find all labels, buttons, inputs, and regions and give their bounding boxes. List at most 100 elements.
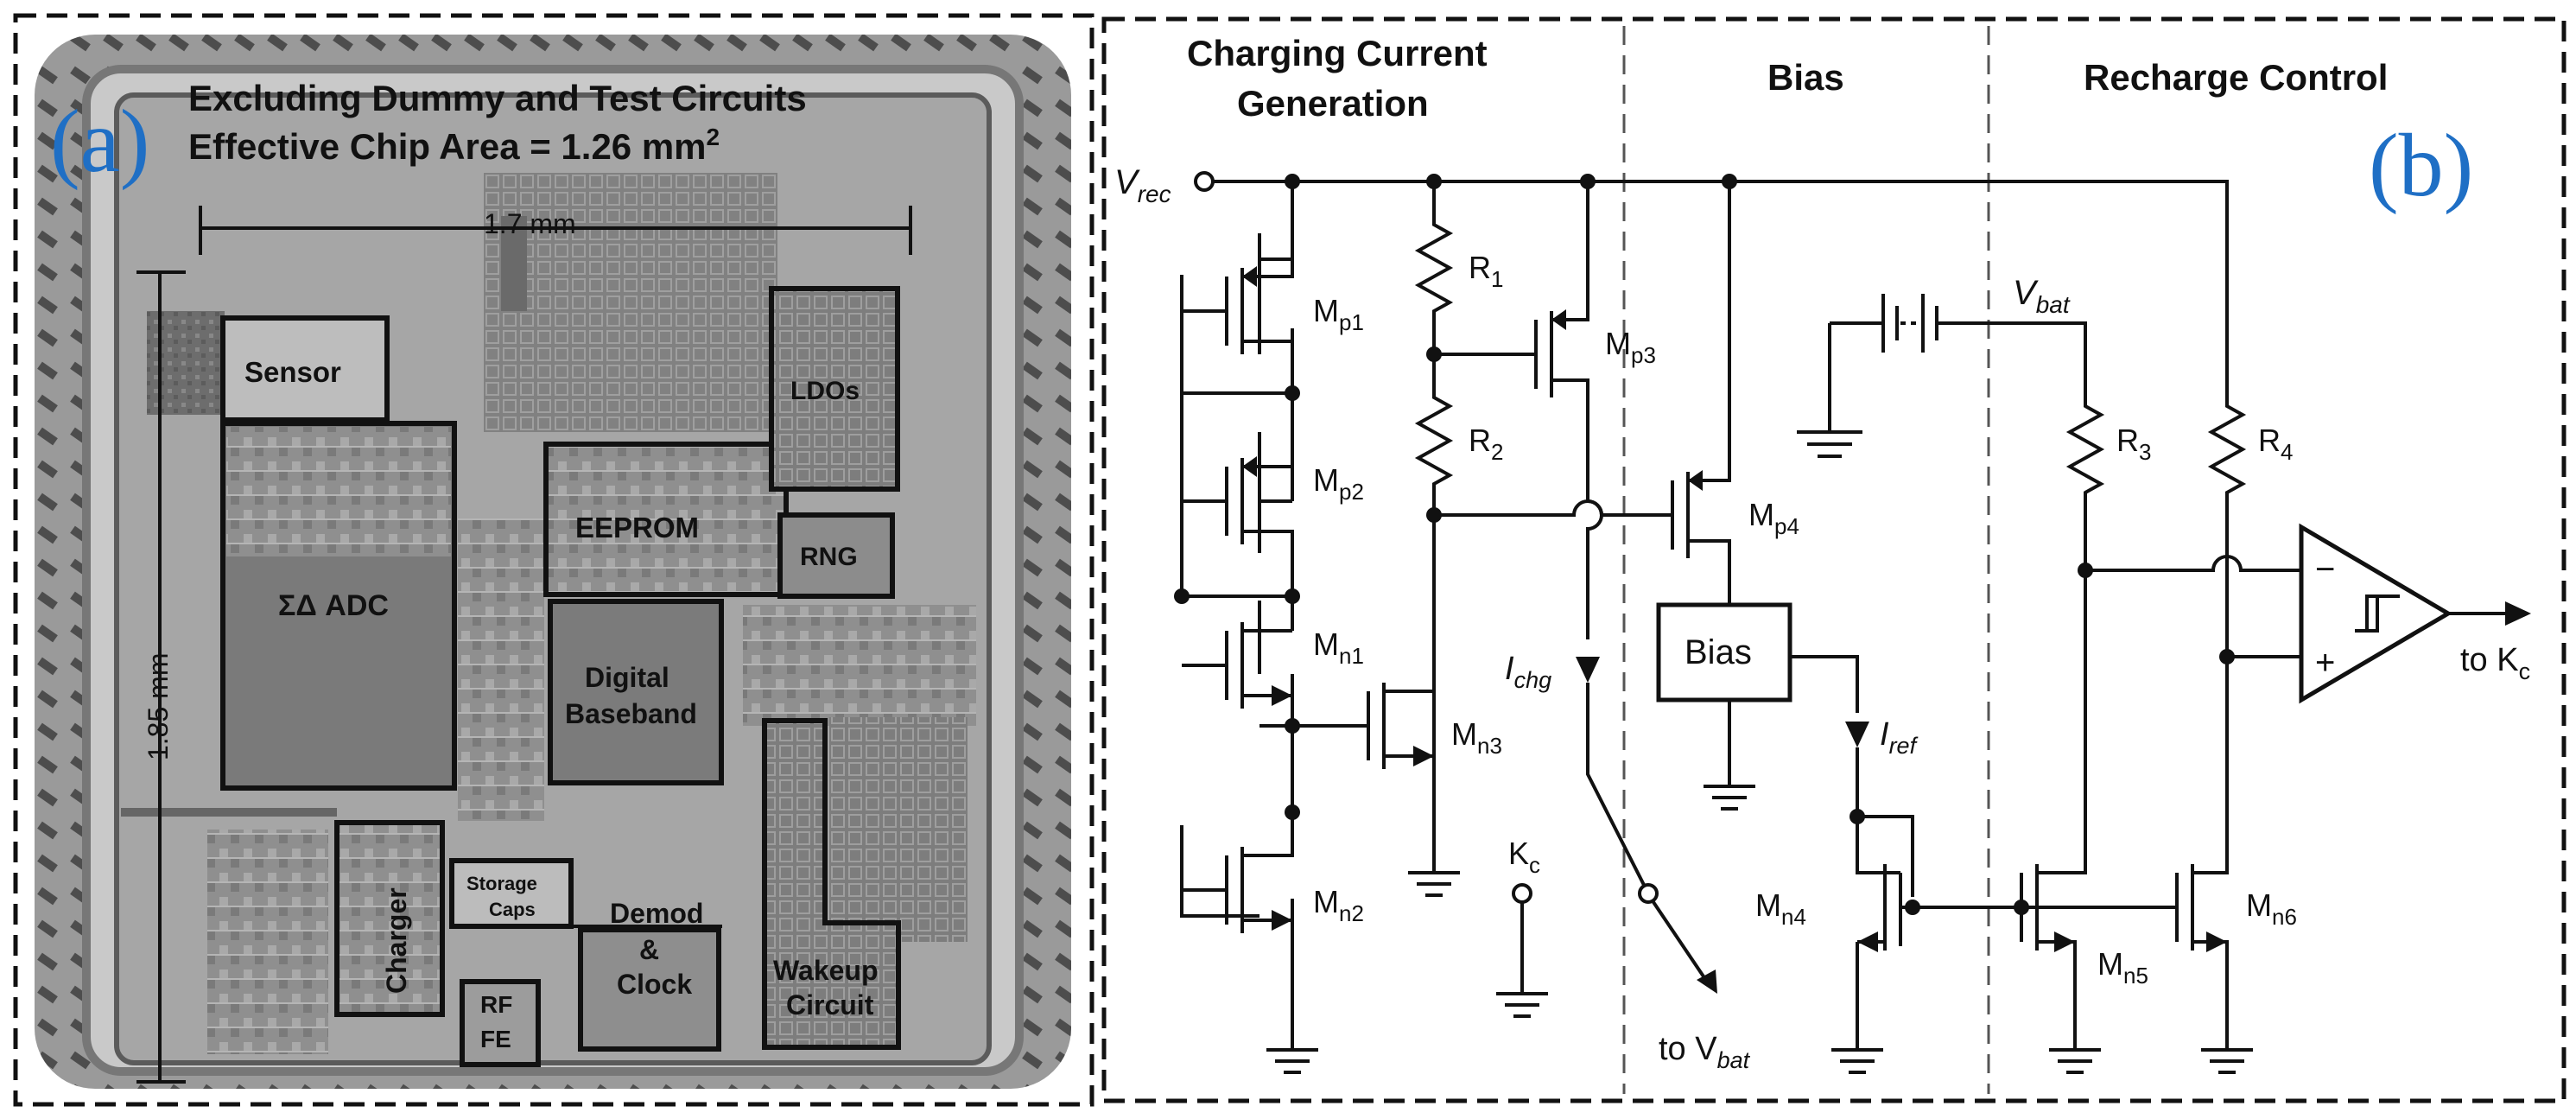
panel-a: (a) Excluding Dummy and Test Circuits Ef… (13, 13, 1094, 1107)
mp2-sub: p2 (1339, 479, 1364, 505)
comparator-minus: − (2315, 550, 2335, 588)
mp3-label: Mp3 (1605, 326, 1656, 368)
panel-a-title-line1: Excluding Dummy and Test Circuits (188, 78, 807, 118)
mp1-label: Mp1 (1313, 293, 1364, 335)
ichg-sub: chg (1514, 667, 1552, 693)
section-recharge: Recharge Control (2084, 57, 2388, 98)
iref-wire (1790, 655, 1859, 713)
r3-resistor (2065, 389, 2105, 570)
digital-baseband-block (548, 599, 724, 785)
comparator (2299, 523, 2452, 704)
width-label: 1.7 mm (484, 208, 576, 239)
mn2-transistor (1182, 812, 1294, 933)
section-charging-line2: Generation (1237, 83, 1429, 124)
switch-output-arrow (1697, 970, 1717, 994)
r4-sub: 4 (2281, 439, 2293, 465)
adc-label: ΣΔ ADC (278, 589, 389, 622)
mn4-sub: n4 (1781, 904, 1806, 930)
mn4-label: Mn4 (1755, 887, 1806, 930)
iref-sub: ref (1889, 733, 1919, 759)
die-fill-right-lower (829, 717, 968, 942)
mn3-label: Mn3 (1451, 716, 1502, 759)
demod-clock-block (578, 927, 721, 1052)
mp4-arrow (1688, 470, 1703, 491)
caps-label: Caps (489, 899, 536, 920)
mn2-label: Mn2 (1313, 884, 1364, 926)
mn4-arrow (1857, 931, 1878, 952)
mn3-transistor (1292, 683, 1434, 769)
rf-fe-block (460, 979, 541, 1067)
kc-label: Kc (1508, 836, 1540, 878)
die-wire-h (121, 808, 337, 817)
to-vbat-label: to Vbat (1659, 1031, 1751, 1073)
height-label: 1.85 mm (143, 653, 174, 760)
battery-ground (1797, 323, 1862, 458)
ground-1 (1266, 1048, 1318, 1074)
mn1-sub: n1 (1339, 643, 1364, 669)
charger-label: Charger (381, 887, 412, 994)
section-charging-line1: Charging Current (1187, 33, 1488, 73)
eeprom-label: EEPROM (575, 512, 699, 544)
storage-caps-block (449, 858, 574, 929)
clock-label: Clock (617, 969, 692, 1000)
r1-label: R1 (1469, 250, 1503, 292)
panel-a-letter: (a) (50, 92, 149, 191)
junction-dots (1174, 174, 2235, 915)
panel-b-letter: (b) (2369, 116, 2473, 215)
mp4-transistor (1671, 181, 1731, 605)
mn1-transistor (1182, 622, 1294, 743)
vrec-sub: rec (1138, 181, 1171, 207)
r4-label: R4 (2258, 423, 2293, 465)
demod-amp-label: & (639, 934, 659, 965)
mp3-sub: p3 (1631, 342, 1656, 368)
r2-resistor (1414, 354, 1454, 518)
to-vbat-sub: bat (1717, 1047, 1751, 1073)
die-wire-v (501, 216, 527, 311)
r4-resistor (2207, 389, 2247, 657)
mp1-transistor (1182, 259, 1294, 393)
mn5-arrow (2054, 931, 2075, 952)
wakeup-label: Wakeup (773, 955, 879, 986)
digital-label: Digital (585, 662, 669, 693)
wakeup-block (762, 718, 901, 1050)
kc-terminal (1512, 883, 1532, 904)
adc-top-detail (226, 427, 451, 556)
mn3-arrow (1413, 746, 1434, 766)
section-bias: Bias (1767, 57, 1844, 98)
mn2-arrow (1272, 910, 1292, 931)
ground-3 (1831, 1048, 1883, 1074)
die-fill-top (484, 173, 777, 432)
mn5-label: Mn5 (2097, 946, 2148, 989)
mn3-sub: n3 (1477, 733, 1502, 759)
mp3-transistor (1434, 181, 1589, 484)
switch-output (1652, 900, 1709, 983)
mn6-arrow (2206, 931, 2227, 952)
ground-4 (2049, 1048, 2101, 1074)
demod-label: Demod (610, 898, 703, 929)
r3-sub: 3 (2139, 439, 2151, 465)
baseband-label: Baseband (565, 698, 697, 729)
mp1-arrow (1242, 266, 1257, 287)
mp4-label: Mp4 (1748, 497, 1799, 539)
vbat-sub: bat (2036, 291, 2071, 318)
mp1-sub: p1 (1339, 309, 1364, 335)
r2-sub: 2 (1491, 439, 1503, 465)
hysteresis-icon (2355, 594, 2400, 633)
die-fill-right (743, 605, 976, 726)
panel-a-title-line2: Effective Chip Area = 1.26 mm2 (188, 124, 720, 167)
mn5-sub: n5 (2123, 963, 2148, 989)
to-kc-sub: c (2519, 658, 2531, 684)
bias-ground-wire (1704, 700, 1755, 811)
comparator-neg-wire (2085, 555, 2301, 572)
ichg-arrow (1576, 657, 1600, 683)
kc-ground (1496, 902, 1548, 1018)
rng-block (777, 512, 895, 599)
iref-label: Iref (1880, 716, 1919, 759)
mn2-sub: n2 (1339, 900, 1364, 926)
panel-b: Charging Current Generation Bias Recharg… (1101, 16, 2566, 1103)
mp2-label: Mp2 (1313, 462, 1364, 505)
battery (1830, 294, 2087, 389)
ichg-wire-lower (1586, 683, 1650, 894)
vrec-label: Vrec (1114, 163, 1171, 207)
